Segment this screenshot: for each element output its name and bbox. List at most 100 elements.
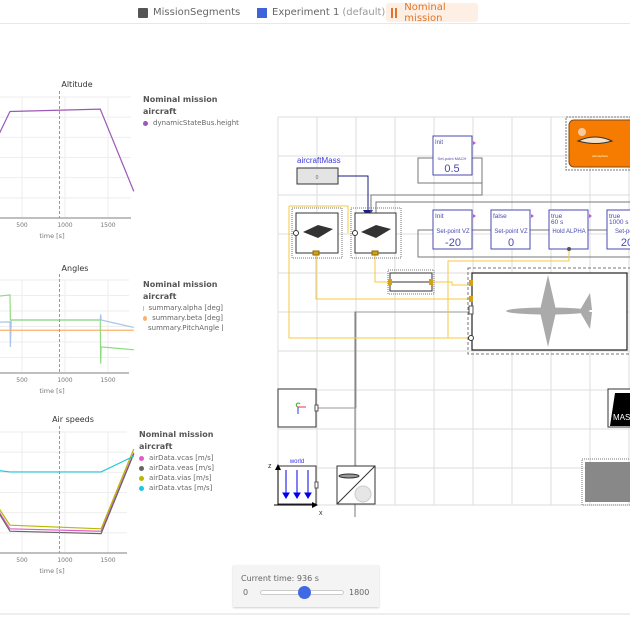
- frame-block[interactable]: [277, 388, 319, 428]
- x-axis-label: time [s]: [39, 232, 64, 240]
- controller-block-2[interactable]: [350, 207, 402, 259]
- tab-suffix: (default): [342, 7, 386, 18]
- connections: [288, 157, 630, 517]
- world-block[interactable]: world z x: [268, 459, 323, 517]
- x-tick-label: 500: [16, 377, 28, 384]
- aircraft-mass-label: aircraftMass: [297, 156, 341, 165]
- legend-dot: [139, 485, 144, 491]
- legend-label: dynamicStateBus.height: [153, 119, 239, 127]
- tab-label: Nominal mission: [404, 1, 446, 24]
- block-label: Set-point VZ: [494, 229, 528, 235]
- legend-group: Nominal mission: [143, 95, 218, 104]
- legend-dot: [139, 455, 144, 461]
- legend-dot: [143, 120, 148, 126]
- output-port-icon: [473, 214, 476, 218]
- block-top2: 60 s: [551, 219, 564, 226]
- world-label: world: [289, 459, 304, 465]
- block-label: Set-point: [615, 229, 630, 235]
- legend-item[interactable]: summary.PitchAngle [deg]: [143, 324, 223, 332]
- block-top: false: [493, 213, 507, 220]
- legend-angles: Nominal mission aircraft summary.alpha […: [143, 280, 223, 334]
- time-slider-thumb[interactable]: [297, 586, 311, 599]
- slider-min-label: 0: [243, 588, 249, 597]
- block-label: Set-point MACH: [438, 156, 467, 161]
- axis-z-label: z: [268, 463, 272, 470]
- block-label: Hold ALPHA: [552, 229, 585, 235]
- wire-mach-loop: [417, 157, 483, 184]
- legend-item[interactable]: summary.alpha [deg]: [143, 304, 223, 312]
- legend-item[interactable]: airData.veas [m/s]: [139, 464, 214, 472]
- slider-max-label: 1800: [349, 588, 370, 597]
- legend-label: airData.vcas [m/s]: [149, 454, 214, 462]
- legend-label: airData.vias [m/s]: [149, 474, 212, 482]
- diagram-grid: [277, 116, 630, 506]
- block-frame: [548, 209, 589, 250]
- block-top: true: [551, 213, 563, 220]
- plot-title-altitude: Altitude: [61, 80, 93, 89]
- bar-chart-icon: [391, 7, 400, 18]
- controller-block-1[interactable]: [291, 207, 343, 259]
- series-line: [0, 452, 135, 532]
- block-value: 0.5: [444, 163, 459, 175]
- airplane-icon: [506, 275, 592, 347]
- legend-dot: [143, 315, 148, 321]
- legend-item[interactable]: airData.vtas [m/s]: [139, 484, 214, 492]
- block-frame: [432, 209, 473, 250]
- block-top: Init: [435, 140, 443, 146]
- x-axis-label: time [s]: [39, 387, 64, 395]
- tab-nominal-mission[interactable]: Nominal mission: [386, 1, 478, 24]
- legend-label: airData.veas [m/s]: [149, 464, 214, 472]
- x-tick-label: 500: [16, 222, 28, 229]
- x-tick-label: 1500: [100, 222, 115, 229]
- legend-model: aircraft: [143, 292, 177, 301]
- x-axis-label: time [s]: [39, 567, 64, 575]
- series-line: [0, 294, 134, 364]
- legend-dot: [139, 475, 144, 481]
- legend-label: airData.vtas [m/s]: [149, 484, 213, 492]
- weight-icon: [610, 393, 630, 426]
- block-frame: [490, 209, 531, 250]
- series-line: [0, 108, 135, 192]
- tab-mission-segments[interactable]: MissionSegments: [133, 3, 245, 22]
- legend-item[interactable]: dynamicStateBus.height: [143, 119, 239, 127]
- visualizer-block[interactable]: [336, 465, 376, 505]
- tab-experiment-1[interactable]: Experiment 1 (default): [252, 3, 390, 22]
- ground-block[interactable]: [581, 458, 630, 506]
- atmosphere-block[interactable]: atmosphere: [565, 116, 630, 171]
- experiment-icon: [257, 7, 267, 18]
- sun-icon: [578, 128, 586, 136]
- legend-label: summary.beta [deg]: [152, 314, 223, 322]
- legend-item[interactable]: airData.vcas [m/s]: [139, 454, 214, 462]
- block-top2: 1000 s: [609, 219, 629, 226]
- x-tick-label: 500: [16, 557, 28, 564]
- tab-label: Experiment 1: [272, 7, 340, 18]
- chip-icon: [303, 225, 333, 238]
- output-port-icon: [589, 214, 592, 218]
- block-value: -20: [445, 237, 461, 249]
- tab-bar: MissionSegments Experiment 1 (default) N…: [0, 0, 630, 24]
- block-value: 20: [621, 237, 630, 249]
- block-top: Init: [435, 213, 444, 220]
- mass-block[interactable]: MASS: [607, 388, 630, 428]
- time-slider-track[interactable]: [260, 586, 344, 599]
- block-top: true: [609, 213, 621, 220]
- series-line: [0, 448, 135, 530]
- legend-item[interactable]: summary.beta [deg]: [143, 314, 223, 322]
- legend-dot: [139, 465, 144, 471]
- output-port-icon: [531, 214, 534, 218]
- bus-adapter-block[interactable]: [387, 269, 435, 295]
- setpoint-mach-block[interactable]: Init Set-point MACH 0.5: [432, 135, 476, 176]
- wire-mass: [338, 175, 369, 210]
- legend-altitude: Nominal mission aircraft dynamicStateBus…: [143, 95, 239, 129]
- legend-item[interactable]: airData.vias [m/s]: [139, 474, 214, 482]
- time-slider-panel: Current time: 936 s 0 1800: [233, 565, 379, 607]
- aircraft-block[interactable]: [467, 267, 630, 355]
- aircraft-mass-block[interactable]: [296, 167, 339, 185]
- tab-label: MissionSegments: [153, 7, 241, 18]
